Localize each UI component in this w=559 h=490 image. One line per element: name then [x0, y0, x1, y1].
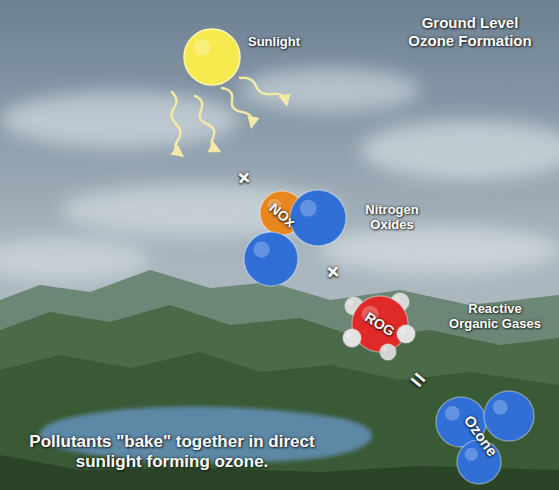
- diagram-caption: Pollutants "bake" together in direct sun…: [22, 432, 322, 473]
- sphere-highlight: [194, 39, 211, 56]
- molecule-label: Sunlight: [248, 35, 300, 50]
- sphere-highlight: [300, 200, 317, 217]
- molecule-label: Reactive Organic Gases: [442, 302, 548, 332]
- far-mountains: [0, 270, 559, 490]
- sphere: [343, 329, 361, 347]
- sphere-highlight: [465, 448, 478, 461]
- sphere-highlight: [493, 400, 508, 415]
- molecule-node: ROGReactive Organic Gases: [338, 290, 552, 362]
- operator-symbol: +: [231, 164, 257, 191]
- sphere-highlight: [346, 332, 351, 337]
- sphere-highlight: [400, 328, 405, 333]
- molecule-label: Nitrogen Oxides: [353, 203, 431, 233]
- diagram-title: Ground Level Ozone Formation: [402, 14, 538, 50]
- sphere: [290, 190, 346, 246]
- near-hills: [0, 352, 559, 490]
- sunlight-rays: [171, 78, 286, 154]
- sphere: [484, 391, 534, 441]
- operator-symbol: +: [320, 258, 346, 285]
- sphere-highlight: [445, 406, 460, 421]
- sphere: [352, 296, 408, 352]
- sphere-highlight: [253, 241, 269, 257]
- sphere-highlight: [383, 347, 388, 352]
- sphere-highlight: [348, 300, 353, 305]
- molecule-node: Ozone: [425, 384, 550, 486]
- molecule-node: Sunlight: [178, 26, 308, 90]
- sphere: [244, 232, 298, 286]
- sphere: [184, 29, 240, 85]
- sphere: [397, 325, 415, 343]
- operator-symbol: =: [405, 366, 431, 393]
- sphere: [380, 344, 396, 360]
- mid-mountains: [0, 305, 559, 490]
